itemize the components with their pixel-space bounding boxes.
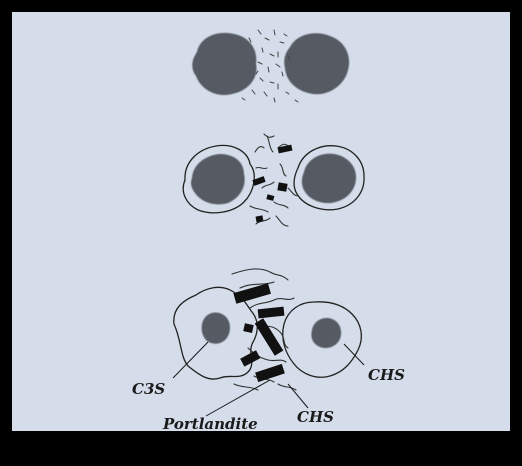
label-chs-right: CHS <box>368 366 405 384</box>
grain-core-left <box>191 154 245 204</box>
stage-2 <box>183 134 364 226</box>
c3s-grain-right <box>284 33 349 94</box>
core-right <box>311 318 341 348</box>
leader-c3s <box>173 342 208 378</box>
portlandite-crystals-stage-3 <box>233 283 285 382</box>
leader-chs-bottom <box>288 384 308 408</box>
label-chs-bottom: CHS <box>297 408 334 426</box>
hydration-diagram: C3S CHS CHS Portlandite <box>12 12 510 431</box>
diagram-panel: C3S CHS CHS Portlandite <box>12 12 510 431</box>
stage-1 <box>192 30 349 102</box>
leader-chs-right <box>344 344 364 365</box>
label-c3s: C3S <box>132 380 165 398</box>
stage-3: C3S CHS CHS Portlandite <box>132 269 405 431</box>
c3s-grain-left <box>192 33 256 95</box>
core-left <box>202 312 230 343</box>
label-portlandite: Portlandite <box>162 415 258 431</box>
grain-core-right <box>302 154 356 203</box>
